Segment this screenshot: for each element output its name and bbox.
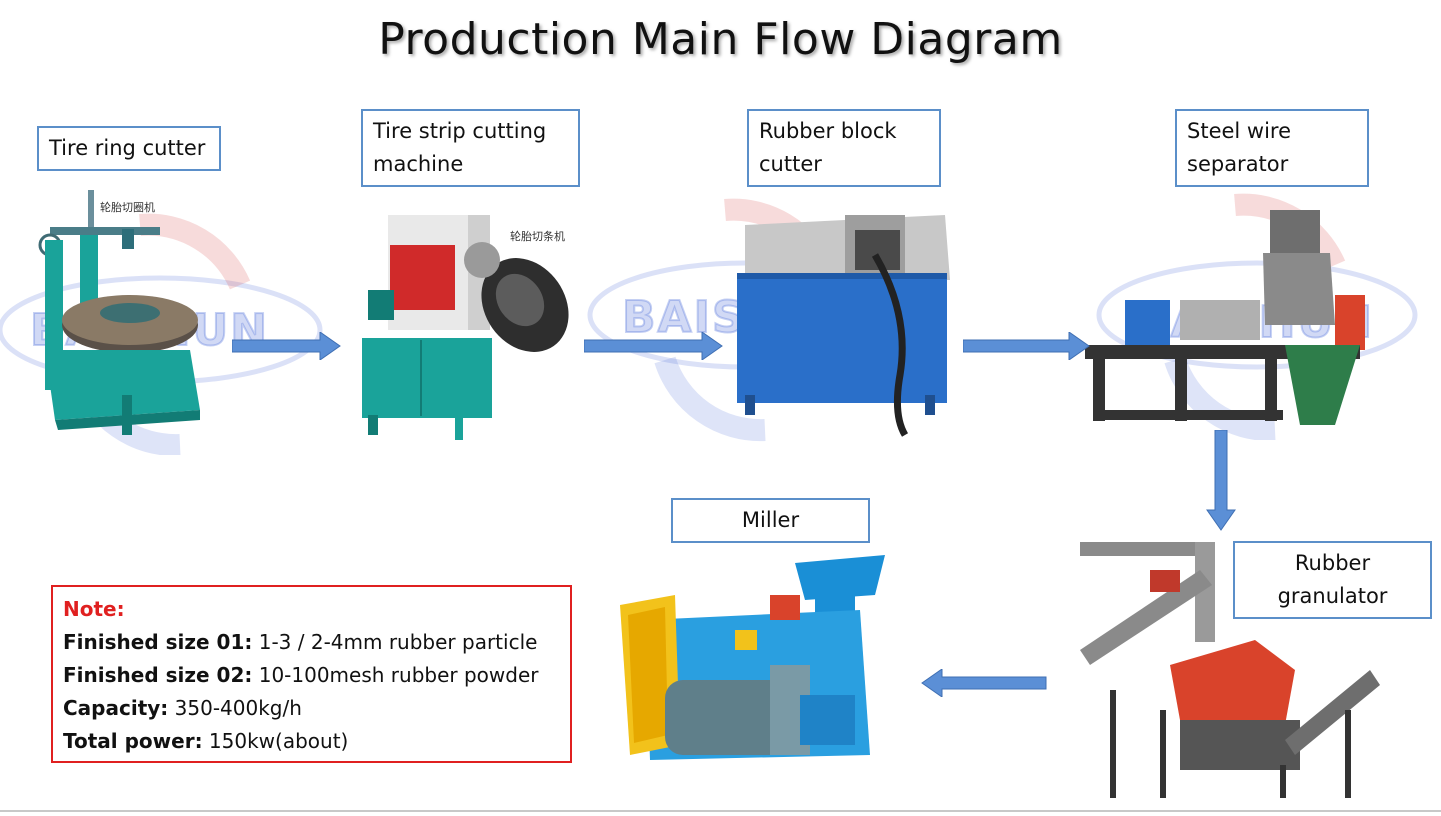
steel-wire-separator-image bbox=[1085, 205, 1370, 430]
arrow-5-to-6 bbox=[920, 668, 1048, 698]
note-item-total-power: Total power: 150kw(about) bbox=[63, 725, 560, 758]
note-key: Finished size 01: bbox=[63, 630, 253, 654]
arrow-1-to-2 bbox=[231, 331, 342, 361]
note-key: Finished size 02: bbox=[63, 663, 253, 687]
arrow-4-to-5 bbox=[1206, 429, 1236, 532]
note-title: Note: bbox=[63, 597, 125, 621]
note-item-finished-size-01: Finished size 01: 1-3 / 2-4mm rubber par… bbox=[63, 626, 560, 659]
note-key: Total power: bbox=[63, 729, 203, 753]
note-item-finished-size-02: Finished size 02: 10-100mesh rubber powd… bbox=[63, 659, 560, 692]
label-tire-ring-cutter: Tire ring cutter bbox=[37, 126, 221, 171]
rubber-block-cutter-image bbox=[735, 195, 960, 440]
note-value: 1-3 / 2-4mm rubber particle bbox=[258, 630, 538, 654]
tire-strip-cutting-machine-chinese-caption: 轮胎切条机 bbox=[510, 229, 565, 243]
note-key: Capacity: bbox=[63, 696, 169, 720]
arrow-2-to-3 bbox=[583, 331, 724, 361]
note-value: 150kw(about) bbox=[208, 729, 349, 753]
label-tire-strip-cutting-machine: Tire strip cutting machine bbox=[361, 109, 580, 187]
rubber-granulator-image bbox=[1080, 540, 1380, 802]
tire-ring-cutter-chinese-caption: 轮胎切圈机 bbox=[100, 200, 155, 214]
note-value: 350-400kg/h bbox=[174, 696, 302, 720]
bottom-divider bbox=[0, 810, 1441, 812]
note-box: Note: Finished size 01: 1-3 / 2-4mm rubb… bbox=[51, 585, 572, 763]
page-title: Production Main Flow Diagram bbox=[378, 14, 1063, 65]
arrow-3-to-4 bbox=[962, 331, 1091, 361]
label-rubber-granulator: Rubber granulator bbox=[1233, 541, 1432, 619]
tire-ring-cutter-image: 轮胎切圈机 bbox=[30, 185, 230, 440]
label-rubber-block-cutter: Rubber block cutter bbox=[747, 109, 941, 187]
tire-strip-cutting-machine-image: 轮胎切条机 bbox=[360, 210, 590, 440]
note-value: 10-100mesh rubber powder bbox=[258, 663, 539, 687]
miller-image bbox=[620, 555, 895, 785]
label-steel-wire-separator: Steel wire separator bbox=[1175, 109, 1369, 187]
note-item-capacity: Capacity: 350-400kg/h bbox=[63, 692, 560, 725]
label-miller: Miller bbox=[671, 498, 870, 543]
